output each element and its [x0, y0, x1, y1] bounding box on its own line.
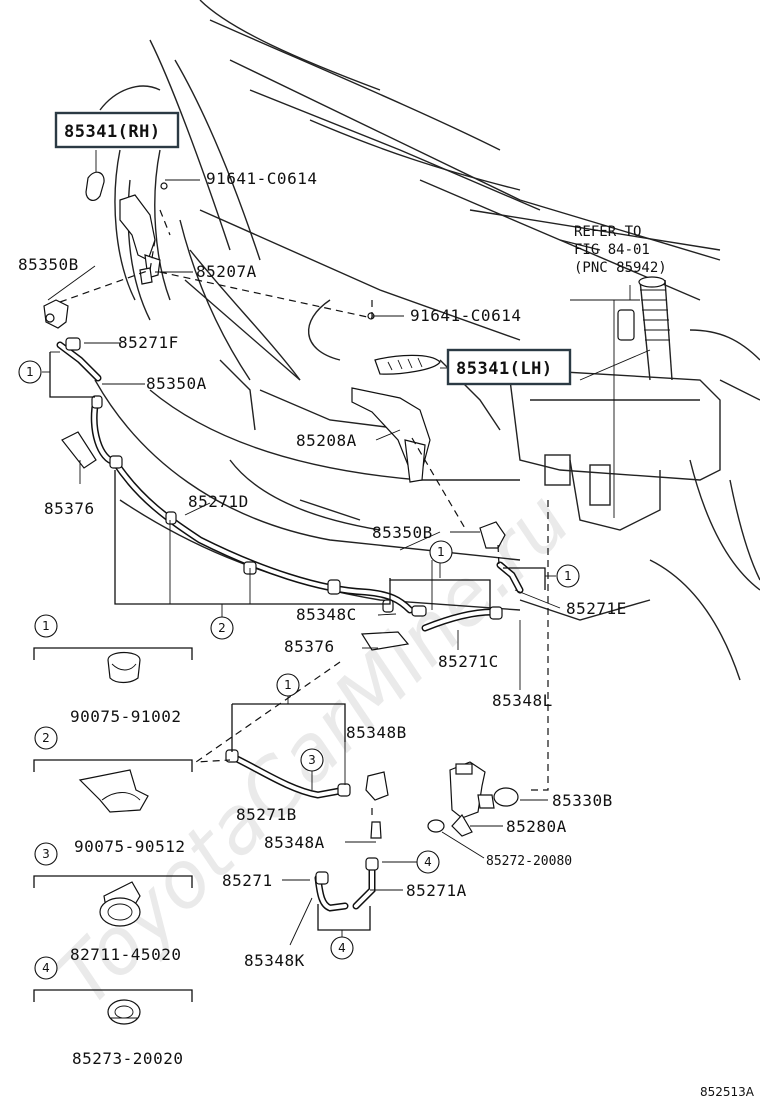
callout-circles: 1 1 1 2 1 3 4 4: [18, 360, 580, 960]
svg-text:3: 3: [308, 753, 316, 767]
label-85207a: 85207A: [196, 262, 257, 281]
legend-item-2: 2 90075-90512: [33, 726, 193, 856]
vehicle-body-outline: [94, 0, 760, 681]
legend-item-4: 4 85273-20020: [33, 956, 193, 1068]
clip-4-icon: [107, 999, 141, 1025]
label-85376-left: 85376: [44, 499, 95, 518]
svg-text:1: 1: [26, 365, 34, 379]
bracket-85376-parts: [61, 431, 410, 651]
callout-1-left: 1: [18, 360, 42, 384]
clip-legend: 1 90075-91002 2 90075-90512 3 82711-4502…: [33, 614, 193, 1068]
label-85271c: 85271C: [438, 652, 499, 671]
callout-2: 2: [210, 616, 234, 640]
legend-item-1: 1 90075-91002: [33, 614, 193, 726]
svg-text:1: 1: [42, 619, 50, 633]
label-91641-c0614-lower: 91641-C0614: [410, 306, 521, 325]
refer-line-1: REFER TO: [574, 224, 641, 240]
label-box-lh: [446, 348, 572, 386]
part-labels: 85341(RH) 91641-C0614 85350B 85207A 9164…: [18, 111, 667, 970]
callout-1-mid: 1: [429, 540, 453, 564]
svg-text:1: 1: [564, 569, 572, 583]
label-85271d: 85271D: [188, 492, 249, 511]
svg-text:4: 4: [42, 961, 50, 975]
svg-text:1: 1: [437, 545, 445, 559]
label-91641-c0614-upper: 91641-C0614: [206, 169, 317, 188]
legend-item-3: 3 82711-45020: [33, 842, 193, 964]
svg-text:1: 1: [284, 678, 292, 692]
diagram-id: 852513A: [700, 1085, 755, 1099]
svg-text:4: 4: [424, 855, 432, 869]
label-85348b: 85348B: [346, 723, 407, 742]
label-85376-right: 85376: [284, 637, 335, 656]
callout-4-bottom: 4: [330, 936, 354, 960]
washer-motor: [365, 761, 519, 839]
refer-line-3: (PNC 85942): [574, 260, 667, 276]
label-85341-lh: 85341(LH): [456, 359, 553, 379]
callout-1-right: 1: [556, 564, 580, 588]
svg-text:4: 4: [338, 941, 346, 955]
callout-3: 3: [300, 748, 324, 772]
label-85272-20080: 85272-20080: [486, 854, 572, 869]
svg-text:3: 3: [42, 847, 50, 861]
label-85271a: 85271A: [406, 881, 467, 900]
nozzle-rh-assembly: [43, 171, 168, 329]
label-box-rh: [54, 111, 180, 149]
nozzle-lh-assembly: [351, 312, 506, 549]
label-85271e: 85271E: [566, 599, 627, 618]
label-85350a: 85350A: [146, 374, 207, 393]
label-85330b: 85330B: [552, 791, 613, 810]
label-85348a: 85348A: [264, 833, 325, 852]
label-85348c: 85348C: [296, 605, 357, 624]
label-85350b-left: 85350B: [18, 255, 79, 274]
hose-lines: [56, 337, 524, 912]
refer-line-2: FIG 84-01: [574, 242, 650, 258]
label-85271: 85271: [222, 871, 273, 890]
svg-text:2: 2: [218, 621, 226, 635]
label-85350b-right: 85350B: [372, 523, 433, 542]
label-85208a: 85208A: [296, 431, 357, 450]
label-85280a: 85280A: [506, 817, 567, 836]
svg-text:90075-90512: 90075-90512: [74, 837, 185, 856]
svg-text:90075-91002: 90075-91002: [70, 707, 181, 726]
svg-text:85273-20020: 85273-20020: [72, 1049, 183, 1068]
svg-text:2: 2: [42, 731, 50, 745]
clip-2-icon: [78, 769, 149, 813]
callout-1-lower: 1: [276, 673, 300, 697]
label-85271f: 85271F: [118, 333, 179, 352]
label-85348k: 85348K: [244, 951, 305, 970]
label-85271b: 85271B: [236, 805, 297, 824]
label-85348l: 85348L: [492, 691, 553, 710]
svg-text:82711-45020: 82711-45020: [70, 945, 181, 964]
label-85341-rh: 85341(RH): [64, 122, 161, 142]
callout-4-right: 4: [416, 850, 440, 874]
clip-1-icon: [107, 651, 141, 684]
